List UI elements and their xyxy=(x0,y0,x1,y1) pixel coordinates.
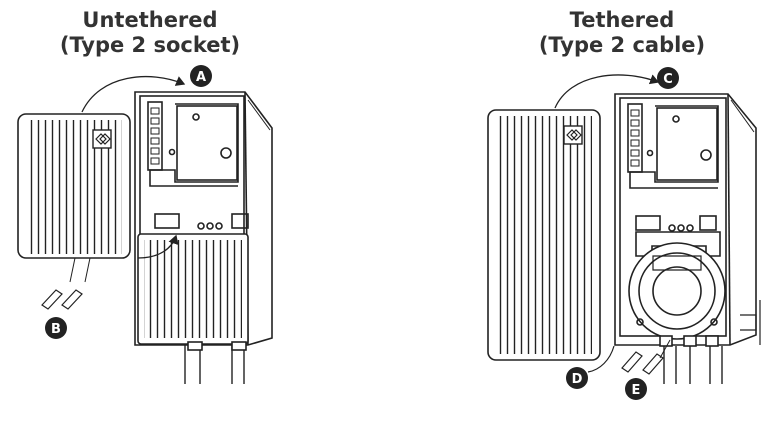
screws-left xyxy=(41,257,91,310)
arrow-lower-cover-left xyxy=(137,234,179,259)
screws-right xyxy=(621,339,671,375)
callout-d-label: D xyxy=(572,372,583,387)
callout-e-label: E xyxy=(632,383,641,398)
arrow-cover-remove-left xyxy=(81,75,186,113)
title-tethered-line2: (Type 2 cable) xyxy=(538,33,706,57)
tethered-unit xyxy=(487,74,761,384)
leader-d xyxy=(587,345,615,373)
callout-d: D xyxy=(566,367,588,389)
callout-e: E xyxy=(625,378,647,400)
callout-c-label: C xyxy=(663,72,673,87)
title-tethered: Tethered (Type 2 cable) xyxy=(492,8,752,58)
title-untethered: Untethered (Type 2 socket) xyxy=(20,8,280,58)
title-tethered-line1: Tethered xyxy=(569,8,675,32)
title-untethered-line1: Untethered xyxy=(82,8,218,32)
callout-b-label: B xyxy=(51,322,61,337)
detached-cover-left xyxy=(17,113,131,259)
wall-unit-body-right xyxy=(614,93,761,384)
callout-a: A xyxy=(190,65,212,87)
title-untethered-line2: (Type 2 socket) xyxy=(59,33,241,57)
callout-b: B xyxy=(45,317,67,339)
wall-unit-body-left xyxy=(134,91,273,384)
detached-cover-right xyxy=(487,109,601,361)
arrow-cover-remove-right xyxy=(554,74,660,109)
callout-a-label: A xyxy=(196,70,206,85)
callout-c: C xyxy=(657,67,679,89)
untethered-unit xyxy=(17,75,273,384)
